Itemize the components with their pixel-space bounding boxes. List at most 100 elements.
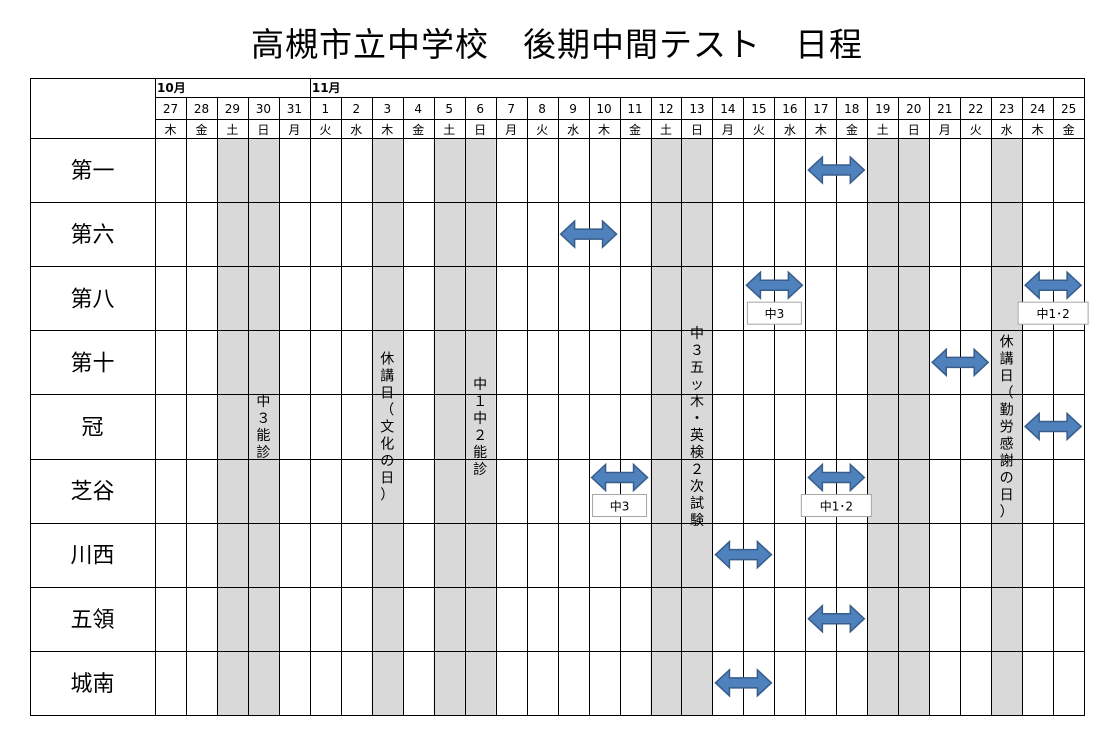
date-label: 9 [569, 102, 577, 116]
weekday-label: 日 [691, 123, 703, 137]
vertical-note-char: 五 [690, 360, 704, 376]
test-period-arrow [807, 604, 866, 634]
date-label: 5 [445, 102, 453, 116]
weekday-label: 土 [443, 123, 455, 137]
grade-label: 中3 [765, 306, 785, 321]
date-label: 12 [658, 102, 673, 116]
vertical-note-char: 検 [690, 445, 704, 461]
school-name: 第八 [70, 287, 114, 312]
vertical-note-char: 木 [690, 394, 704, 410]
vertical-note-char: ２ [690, 462, 704, 478]
test-period-arrow [590, 462, 649, 493]
date-label: 30 [256, 102, 271, 116]
weekday-label: 金 [195, 122, 207, 137]
date-label: 3 [383, 102, 391, 116]
vertical-note-char: ） [380, 488, 394, 504]
holiday-column-shade [991, 138, 1023, 715]
weekday-label: 火 [753, 123, 765, 137]
vertical-note-char: 化 [380, 437, 394, 453]
weekday-label: 火 [970, 123, 982, 137]
vertical-note-char: ） [1000, 505, 1014, 521]
month-label: 11月 [312, 81, 341, 95]
page-title: 高槻市立中学校 後期中間テスト 日程 [251, 25, 863, 64]
vertical-note-char: 感 [1000, 436, 1014, 453]
holiday-column-shade [898, 138, 930, 715]
vertical-note-char: ２ [473, 428, 487, 444]
vertical-note-char: 休 [1000, 335, 1014, 351]
grade-label-box [746, 301, 802, 325]
weekday-label: 土 [226, 123, 238, 137]
date-label: 14 [720, 102, 735, 116]
date-label: 7 [507, 102, 515, 116]
holiday-column-shade [247, 138, 279, 715]
holiday-column-shade [371, 138, 403, 715]
weekday-label: 月 [288, 123, 300, 137]
weekday-label: 日 [257, 123, 269, 137]
weekday-label: 木 [164, 123, 176, 137]
date-label: 20 [906, 102, 921, 116]
holiday-column-shade [681, 138, 713, 715]
vertical-note-char: （ [1000, 386, 1014, 402]
test-period-arrow [714, 668, 773, 698]
grade-label-box [800, 494, 872, 517]
vertical-note-char: 診 [256, 445, 270, 461]
grade-label-box [592, 494, 648, 517]
weekday-label: 土 [877, 123, 889, 137]
grade-label: 中1･2 [1036, 306, 1069, 321]
weekday-label: 木 [815, 123, 827, 137]
date-label: 13 [689, 102, 704, 116]
holiday-column-shade [867, 138, 899, 715]
weekday-label: 月 [722, 123, 734, 137]
grade-label-box [1017, 301, 1089, 325]
grade-label: 中1･2 [820, 499, 853, 514]
weekday-label: 火 [319, 123, 331, 137]
vertical-note-char: 日 [380, 471, 394, 487]
date-label: 29 [225, 102, 240, 116]
vertical-note-char: 日 [1000, 369, 1014, 385]
weekday-label: 金 [629, 122, 641, 137]
date-label: 17 [813, 102, 828, 116]
date-label: 6 [476, 102, 484, 116]
date-label: 10 [596, 102, 611, 116]
date-label: 19 [875, 102, 890, 116]
date-label: 16 [782, 102, 797, 116]
weekday-label: 月 [505, 123, 517, 137]
vertical-note-char: 日 [380, 386, 394, 402]
vertical-note-char: 謝 [1000, 454, 1014, 470]
test-period-arrow [1024, 411, 1083, 442]
school-name: 冠 [81, 415, 103, 440]
vertical-note-char: 日 [1000, 488, 1014, 504]
month-label: 10月 [157, 81, 186, 95]
vertical-note-char: 講 [380, 369, 394, 385]
vertical-note-char: ・ [690, 411, 704, 427]
vertical-note-char: 能 [473, 445, 487, 461]
vertical-note-char: の [380, 454, 394, 470]
vertical-note-char: （ [380, 403, 394, 419]
vertical-note-char: ３ [690, 343, 704, 359]
date-label: 21 [937, 102, 952, 116]
holiday-column-shade [216, 138, 248, 715]
weekday-label: 日 [908, 123, 920, 137]
holiday-column-shade [464, 138, 496, 715]
vertical-note-char: 文 [380, 420, 394, 436]
date-label: 28 [194, 102, 209, 116]
weekday-label: 月 [939, 123, 951, 137]
weekday-label: 水 [1001, 123, 1013, 137]
vertical-note-char: 診 [473, 462, 487, 478]
holiday-column-shade [650, 138, 682, 715]
school-name: 第一 [70, 159, 114, 184]
vertical-note-char: 勤 [1000, 403, 1014, 419]
date-label: 11 [627, 102, 642, 116]
vertical-note-char: ッ [690, 377, 704, 393]
weekday-label: 火 [536, 123, 548, 137]
weekday-label: 木 [598, 123, 610, 137]
date-label: 23 [999, 102, 1014, 116]
weekday-label: 水 [350, 123, 362, 137]
test-period-arrow [1024, 270, 1083, 300]
vertical-note-char: 能 [256, 428, 270, 444]
school-name: 第十 [70, 351, 114, 376]
vertical-note-char: 講 [1000, 352, 1014, 368]
